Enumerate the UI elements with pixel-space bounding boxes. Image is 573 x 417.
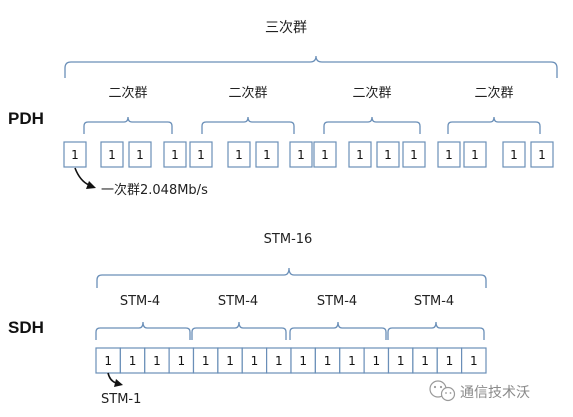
pdh-cell-value: 1: [297, 148, 305, 162]
sdh-group-label: STM-4: [317, 294, 357, 309]
sdh-frame-row: 1 1 1 1 1 1 1 1 1 1 1 1 1 1 1 1: [95, 347, 487, 374]
sdh-groups: STM-4 STM-4 STM-4 STM-4: [95, 294, 485, 340]
pdh-cell-value: 1: [171, 148, 179, 162]
pdh-frame-row: 1 1 1 1 1 1 1 1 1 1 1 1 1 1 1 1: [63, 141, 554, 168]
sdh-cell-value: 1: [153, 354, 161, 368]
pdh-cell-value: 1: [108, 148, 116, 162]
pdh-cell-value: 1: [384, 148, 392, 162]
sdh-cell: [241, 347, 268, 374]
pdh-cell-value: 1: [471, 148, 479, 162]
sdh-cell-value: 1: [177, 354, 185, 368]
sdh-cell: [412, 347, 438, 374]
sdh-group-label: STM-4: [414, 294, 454, 309]
pdh-cell-value: 1: [197, 148, 205, 162]
sdh-cell: [387, 347, 414, 374]
sdh-cell-value: 1: [251, 354, 259, 368]
pdh-top-label: 三次群: [265, 20, 307, 36]
pdh-cell: [63, 141, 87, 168]
sdh-side-label: SDH: [8, 318, 44, 337]
pdh-group-label: 二次群: [352, 85, 391, 101]
pdh-cell: [402, 141, 426, 168]
sdh-cell-value: 1: [372, 354, 380, 368]
sdh-group-brace: [95, 321, 191, 340]
sdh-cell: [266, 347, 292, 374]
pdh-tributary-arrow: [74, 167, 96, 189]
pdh-cell: [100, 141, 124, 168]
pdh-group-brace: [201, 116, 295, 134]
pdh-cell-value: 1: [71, 148, 79, 162]
pdh-cell: [502, 141, 526, 168]
sdh-cell-value: 1: [275, 354, 283, 368]
pdh-group-label: 二次群: [108, 85, 147, 101]
sdh-top-brace: [96, 267, 487, 288]
sdh-cell-value: 1: [446, 354, 454, 368]
pdh-cell: [163, 141, 187, 168]
sdh-cell-value: 1: [421, 354, 429, 368]
pdh-cell-value: 1: [136, 148, 144, 162]
sdh-cell: [290, 347, 316, 374]
sdh-cell: [461, 347, 487, 374]
pdh-cell-value: 1: [321, 148, 329, 162]
wechat-icon: [429, 380, 456, 402]
watermark: 通信技术沃: [429, 380, 530, 402]
pdh-cell-value: 1: [510, 148, 518, 162]
pdh-cell: [189, 141, 213, 168]
sdh-top-label: STM-16: [264, 232, 313, 247]
pdh-group-brace: [323, 116, 421, 134]
pdh-cell-value: 1: [263, 148, 271, 162]
sdh-cell: [119, 347, 146, 374]
pdh-cell: [463, 141, 487, 168]
sdh-cell-value: 1: [104, 354, 112, 368]
sdh-cell-value: 1: [470, 354, 478, 368]
pdh-top-brace: [64, 55, 558, 78]
sdh-tributary-label: STM-1: [101, 392, 141, 407]
sdh-cell-value: 1: [397, 354, 405, 368]
pdh-tributary-label: 一次群2.048Mb/s: [101, 182, 208, 198]
sdh-group-label: STM-4: [218, 294, 258, 309]
pdh-cell-value: 1: [235, 148, 243, 162]
pdh-group-label: 二次群: [228, 85, 267, 101]
sdh-group-label: STM-4: [120, 294, 160, 309]
watermark-text: 通信技术沃: [460, 385, 530, 401]
pdh-cell: [255, 141, 279, 168]
pdh-cell-value: 1: [538, 148, 546, 162]
pdh-cell: [227, 141, 251, 168]
pdh-cell-value: 1: [356, 148, 364, 162]
pdh-cell-value: 1: [410, 148, 418, 162]
sdh-cell: [168, 347, 195, 374]
pdh-cell: [128, 141, 152, 168]
sdh-cell-value: 1: [348, 354, 356, 368]
sdh-group-brace: [289, 321, 387, 340]
pdh-group-label: 二次群: [474, 85, 513, 101]
pdh-group-brace: [83, 116, 173, 134]
sdh-group-brace: [191, 321, 287, 340]
sdh-cell-value: 1: [299, 354, 307, 368]
pdh-groups: 二次群 二次群 二次群 二次群: [83, 85, 541, 134]
pdh-group-brace: [447, 116, 541, 134]
pdh-cell-value: 1: [445, 148, 453, 162]
sdh-tributary-arrow: [107, 372, 123, 387]
pdh-cell: [437, 141, 461, 168]
pdh-cell: [530, 141, 554, 168]
sdh-group-brace: [387, 321, 485, 340]
sdh-cell-value: 1: [129, 354, 137, 368]
pdh-cell: [376, 141, 400, 168]
pdh-cell: [313, 141, 337, 168]
sdh-cell-value: 1: [324, 354, 332, 368]
pdh-cell: [348, 141, 372, 168]
pdh-cell: [289, 141, 313, 168]
pdh-side-label: PDH: [8, 109, 44, 128]
sdh-cell-value: 1: [202, 354, 210, 368]
sdh-cell-value: 1: [226, 354, 234, 368]
